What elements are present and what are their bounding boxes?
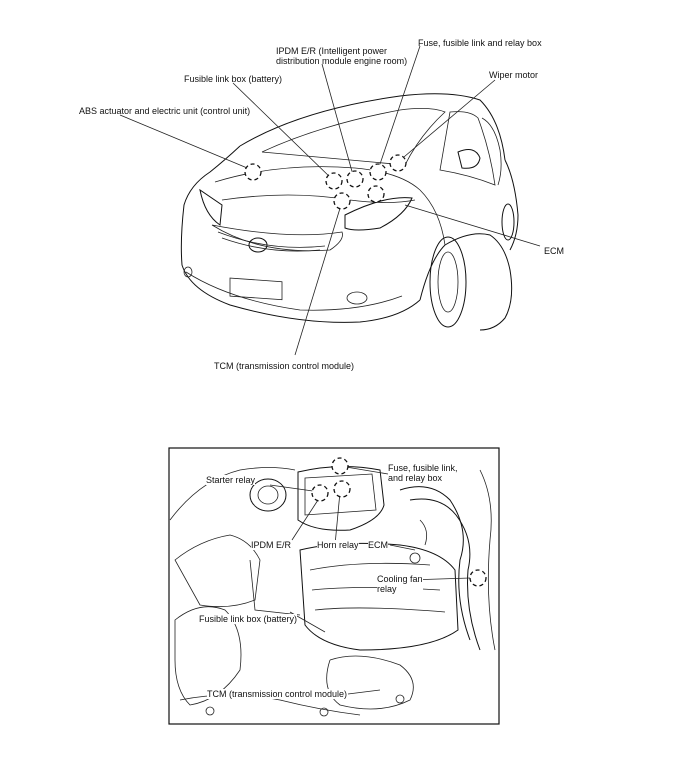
wiper-marker (389, 154, 407, 172)
label-horn-relay: Horn relay (317, 540, 359, 550)
top-leader-lines (119, 45, 541, 356)
fuse-box-marker-bottom (331, 457, 349, 475)
label-wiper-motor: Wiper motor (489, 70, 539, 80)
fusible-link-marker (325, 172, 343, 190)
starter-relay-marker (311, 484, 329, 502)
label-fusible-link-box: Fusible link box (battery) (184, 74, 283, 84)
top-component-markers (244, 154, 407, 210)
ipdm-marker (346, 170, 364, 188)
inset-frame (168, 447, 500, 725)
label-abs-actuator: ABS actuator and electric unit (control … (79, 106, 251, 116)
label-ipdm: IPDM E/R (Intelligent power distribution… (276, 46, 407, 66)
engine-bay-illustration (168, 447, 500, 725)
label-fusible-link-box-bottom: Fusible link box (battery) (199, 614, 298, 624)
label-tcm-bottom: TCM (transmission control module) (207, 689, 348, 699)
label-ipdm-text: IPDM E/R (Intelligent power distribution… (276, 46, 408, 66)
label-starter-relay: Starter relay (206, 475, 256, 485)
fuse-box-marker (369, 163, 387, 181)
cooling-fan-relay-marker (469, 569, 487, 587)
label-cooling-fan-relay: Cooling fan relay (377, 574, 423, 594)
label-ipdm-bottom: IPDM E/R (251, 540, 292, 550)
label-tcm: TCM (transmission control module) (214, 361, 355, 371)
label-ecm: ECM (544, 246, 564, 256)
abs-marker (244, 163, 262, 181)
tcm-marker (333, 192, 351, 210)
label-fuse-box-bottom: Fuse, fusible link, and relay box (388, 463, 458, 483)
ecm-marker (367, 185, 385, 203)
label-fuse-box: Fuse, fusible link and relay box (418, 38, 542, 48)
bottom-component-markers (311, 457, 487, 587)
car-illustration (180, 93, 519, 331)
horn-relay-marker (333, 480, 351, 498)
label-ecm-bottom: ECM (368, 540, 388, 550)
